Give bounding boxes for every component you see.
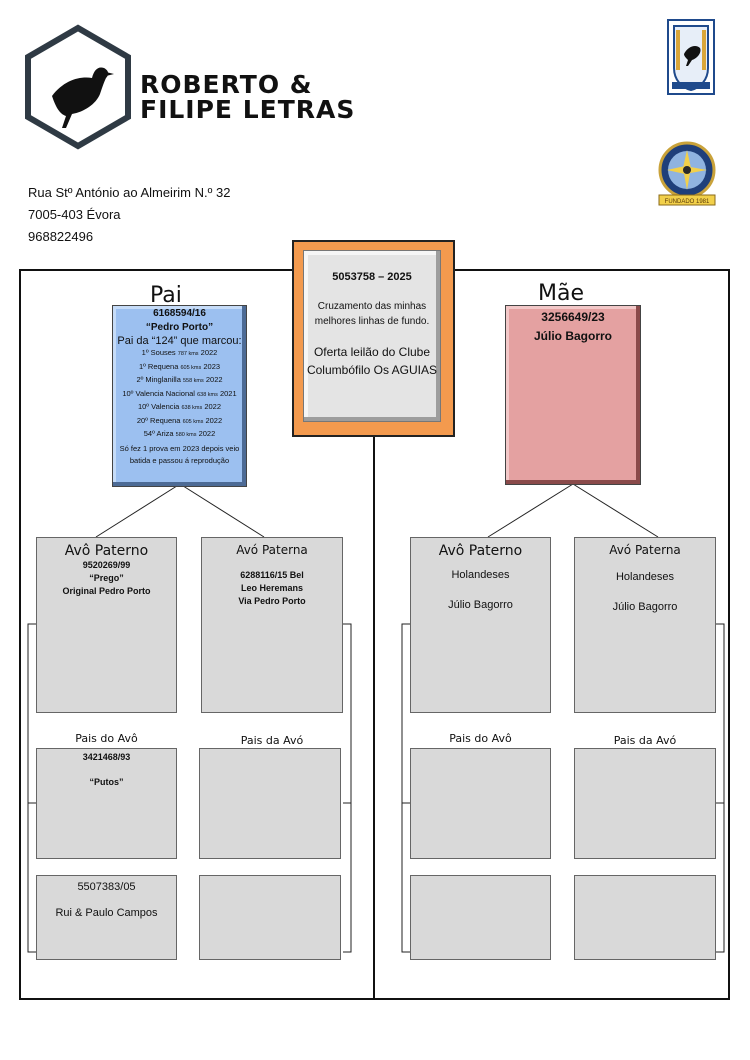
maternal-grandfather-card: Avô Paterno Holandeses Júlio Bagorro <box>410 537 551 713</box>
badge-founded-text: FUNDADO 1981 <box>665 199 710 205</box>
brand-name: ROBERTO & FILIPE LETRAS <box>140 72 355 122</box>
paternal-grandfather-ring: 9520269/99 <box>82 560 131 570</box>
result-row: 2º Minglanilla 558 kms 2022 <box>136 375 223 384</box>
father-name: “Pedro Porto” <box>145 322 214 333</box>
paternal-grandmother-breeder: Leo Heremans <box>240 583 304 593</box>
paternal-grandmother-ring: 6288116/15 Bel <box>240 570 304 580</box>
father-heading: Pai <box>150 283 182 308</box>
subject-card: 5053758 – 2025 Cruzamento das minhas mel… <box>303 250 441 422</box>
father-note-line-2: batida e passou á reprodução <box>129 455 230 465</box>
paternal-grandmother-note: Via Pedro Porto <box>238 596 306 606</box>
right-great-grandsire-2-card <box>574 748 716 859</box>
subject-offer-line-1: Oferta leilão do Clube <box>313 345 431 359</box>
father-note: Só fez 1 prova em 2023 depois veio batid… <box>113 443 246 467</box>
father-lead: Pai da “124” que marcou: <box>117 335 242 347</box>
result-row: 1º Requena 605 kms 2023 <box>138 361 221 371</box>
father-note-line-1: Só fez 1 prova em 2023 depois veio <box>119 443 240 453</box>
paternal-grandmother-card: Avó Paterna 6288116/15 Bel Leo Heremans … <box>201 537 343 713</box>
maternal-grandmother-title: Avó Paterna <box>609 543 681 557</box>
left-great-grandsire-name: “Putos” <box>89 777 124 787</box>
subject-offer: Oferta leilão do Clube Columbófilo Os AG… <box>304 343 440 379</box>
left-great-grandsire-2-card <box>199 748 341 859</box>
pigeon-logo-icon <box>25 24 131 150</box>
left-great-granddam-breeder: Rui & Paulo Campos <box>55 907 158 919</box>
brand-line-2: FILIPE LETRAS <box>140 95 356 124</box>
mother-heading: Mãe <box>538 281 584 306</box>
right-great-grandsire-card <box>410 748 551 859</box>
left-pais-da-avo-label: Pais da Avó <box>240 734 304 747</box>
result-row: 20º Requena 605 kms 2022 <box>136 415 223 425</box>
paternal-grandfather-title: Avô Paterno <box>64 543 149 559</box>
result-row: 54º Ariza 580 kms 2022 <box>143 429 216 438</box>
father-card: 6168594/16 “Pedro Porto” Pai da “124” qu… <box>112 305 247 487</box>
left-great-granddam-ring: 5507383/05 <box>77 881 136 893</box>
phone-number: 968822496 <box>28 229 94 244</box>
result-row: 10º Valencia Nacional 638 kms 2021 <box>122 388 237 398</box>
paternal-grandmother-title: Avó Paterna <box>236 543 308 557</box>
maternal-grandmother-card: Avó Paterna Holandeses Júlio Bagorro <box>574 537 716 713</box>
left-pais-do-avo-label: Pais do Avô <box>75 732 138 745</box>
right-pais-do-avo-label: Pais do Avô <box>449 732 512 745</box>
address-postcode: 7005-403 Évora <box>28 207 121 222</box>
mother-card: 3256649/23 Júlio Bagorro <box>505 305 641 485</box>
subject-description-line-1: Cruzamento das minhas <box>317 301 427 312</box>
result-row: 10º Valencia 638 kms 2022 <box>137 402 222 411</box>
maternal-grandfather-line-1: Holandeses <box>451 569 510 581</box>
subject-offer-line-2: Columbófilo Os AGUIAS <box>306 363 438 377</box>
father-ring: 6168594/16 <box>153 308 206 319</box>
subject-ring: 5053758 – 2025 <box>332 271 412 283</box>
right-great-granddam-2-card <box>574 875 716 960</box>
center-divider <box>373 269 375 1000</box>
address-block: Rua Stº António ao Almeirim N.º 32 7005-… <box>28 182 230 248</box>
mother-name: Júlio Bagorro <box>533 329 612 343</box>
result-row: 1º Souses 787 kms 2022 <box>141 348 218 357</box>
maternal-grandmother-line-2: Júlio Bagorro <box>612 601 678 613</box>
maternal-grandmother-line-1: Holandeses <box>615 571 675 583</box>
paternal-grandfather-name: “Prego” <box>89 573 124 583</box>
left-great-granddam-2-card <box>199 875 341 960</box>
paternal-grandfather-note: Original Pedro Porto <box>62 586 151 596</box>
right-great-granddam-card <box>410 875 551 960</box>
brand-line-1: ROBERTO & <box>140 70 313 99</box>
left-great-grandsire-card: 3421468/93 “Putos” <box>36 748 177 859</box>
left-great-grandsire-ring: 3421468/93 <box>82 752 131 762</box>
left-great-granddam-card: 5507383/05 Rui & Paulo Campos <box>36 875 177 960</box>
club-compass-badge-icon: FUNDADO 1981 <box>658 141 716 206</box>
subject-description-line-2: melhores linhas de fundo. <box>314 316 430 327</box>
paternal-grandfather-card: Avô Paterno 9520269/99 “Prego” Original … <box>36 537 177 713</box>
address-street: Rua Stº António ao Almeirim N.º 32 <box>28 185 231 200</box>
right-pais-da-avo-label: Pais da Avó <box>613 734 677 747</box>
maternal-grandfather-title: Avô Paterno <box>438 543 523 559</box>
maternal-grandfather-line-2: Júlio Bagorro <box>448 599 513 611</box>
mother-ring: 3256649/23 <box>541 310 605 324</box>
father-results: 1º Souses 787 kms 2022 1º Requena 605 km… <box>113 347 246 442</box>
club-shield-badge-icon <box>667 19 715 95</box>
subject-description: Cruzamento das minhas melhores linhas de… <box>304 299 440 329</box>
